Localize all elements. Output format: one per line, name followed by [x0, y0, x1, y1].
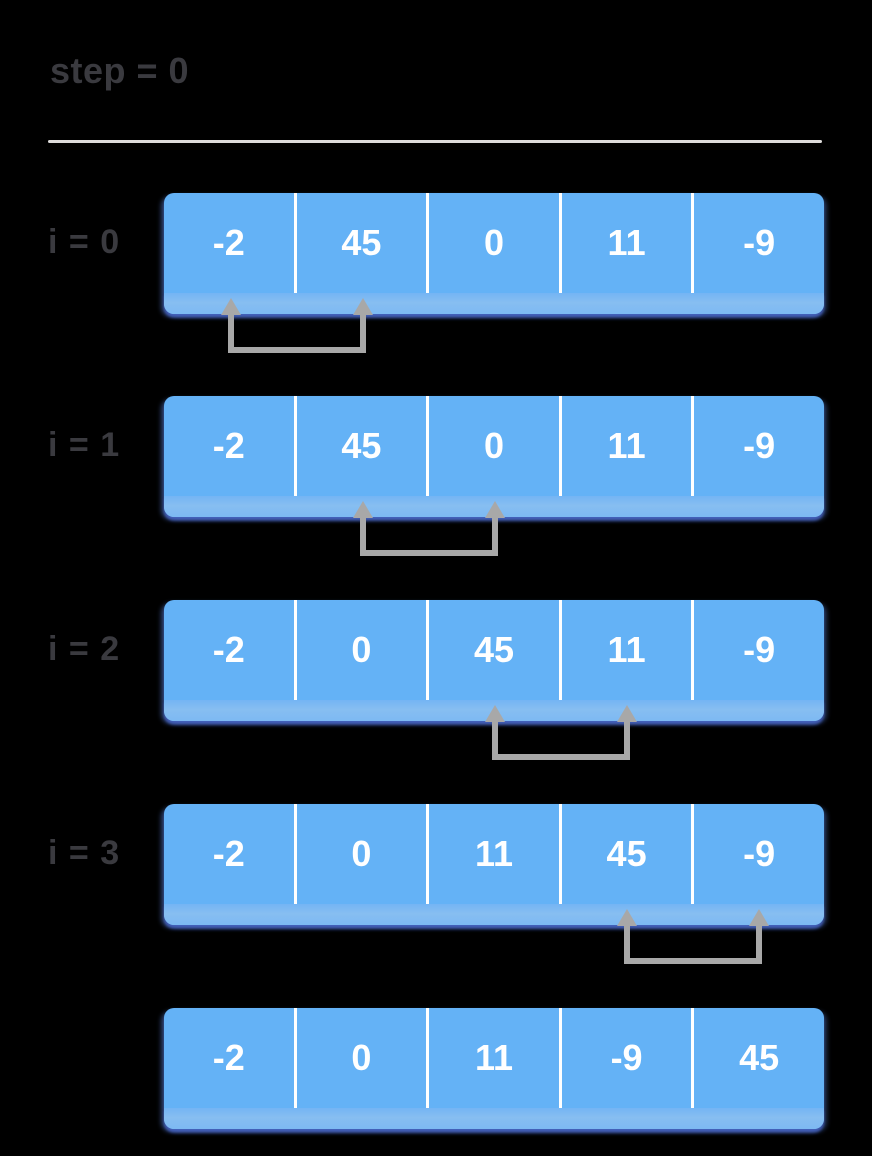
arrow-up-icon — [485, 705, 505, 722]
arrow-up-icon — [221, 298, 241, 315]
array-cell: 0 — [426, 396, 559, 496]
swap-arrow — [353, 501, 505, 561]
array-box: -2 0 45 11 -9 — [164, 600, 824, 721]
array-cell: 45 — [691, 1008, 824, 1108]
divider-line — [48, 140, 822, 143]
array-box: -2 45 0 11 -9 — [164, 193, 824, 314]
array-box: -2 45 0 11 -9 — [164, 396, 824, 517]
array-cell: -9 — [691, 193, 824, 293]
swap-arrow-bracket — [492, 722, 630, 760]
array-cell: -2 — [212, 222, 245, 263]
array-cell: -9 — [691, 600, 824, 700]
array-cell: -9 — [691, 396, 824, 496]
array-cell: -9 — [558, 1008, 692, 1108]
array-box: -2 0 11 45 -9 — [164, 804, 824, 925]
arrow-up-icon — [353, 501, 373, 518]
array-cell: 11 — [426, 804, 559, 904]
array-cell: -2 — [212, 629, 245, 670]
array-box-shadow-band — [164, 904, 824, 925]
array-cells: -2 45 0 11 -9 — [164, 193, 824, 293]
swap-arrow-bracket — [624, 926, 762, 964]
array-cell: 11 — [426, 1008, 559, 1108]
arrow-up-icon — [485, 501, 505, 518]
row-index-label: i = 1 — [48, 426, 121, 464]
step-heading: step = 0 — [50, 50, 190, 91]
swap-arrow — [485, 705, 637, 765]
array-cell: 11 — [558, 600, 692, 700]
swap-arrow-bracket — [360, 518, 498, 556]
row-index-label: i = 0 — [48, 223, 121, 261]
array-cell: -9 — [691, 804, 824, 904]
array-cell: -2 — [212, 425, 245, 466]
array-box: -2 0 11 -9 45 — [164, 1008, 824, 1129]
array-cells: -2 45 0 11 -9 — [164, 396, 824, 496]
swap-arrow — [221, 298, 373, 358]
array-cell: 45 — [293, 193, 427, 293]
array-cells: -2 0 11 45 -9 — [164, 804, 824, 904]
array-cell: 0 — [426, 193, 559, 293]
arrow-up-icon — [749, 909, 769, 926]
array-cell: 11 — [558, 396, 692, 496]
array-cells: -2 0 45 11 -9 — [164, 600, 824, 700]
array-cell: 0 — [293, 600, 427, 700]
arrow-up-icon — [617, 909, 637, 926]
arrow-up-icon — [617, 705, 637, 722]
row-index-label: i = 2 — [48, 630, 121, 668]
array-cell: 11 — [558, 193, 692, 293]
swap-arrow-bracket — [228, 315, 366, 353]
array-box-shadow-band — [164, 1108, 824, 1129]
array-cell: 45 — [558, 804, 692, 904]
array-cell: -2 — [212, 833, 245, 874]
row-index-label: i = 3 — [48, 834, 121, 872]
array-cells: -2 0 11 -9 45 — [164, 1008, 824, 1108]
arrow-up-icon — [353, 298, 373, 315]
array-cell: -2 — [212, 1037, 245, 1078]
array-cell: 0 — [293, 1008, 427, 1108]
array-cell: 0 — [293, 804, 427, 904]
array-cell: 45 — [293, 396, 427, 496]
array-cell: 45 — [426, 600, 559, 700]
array-box-shadow-band — [164, 293, 824, 314]
swap-arrow — [617, 909, 769, 969]
